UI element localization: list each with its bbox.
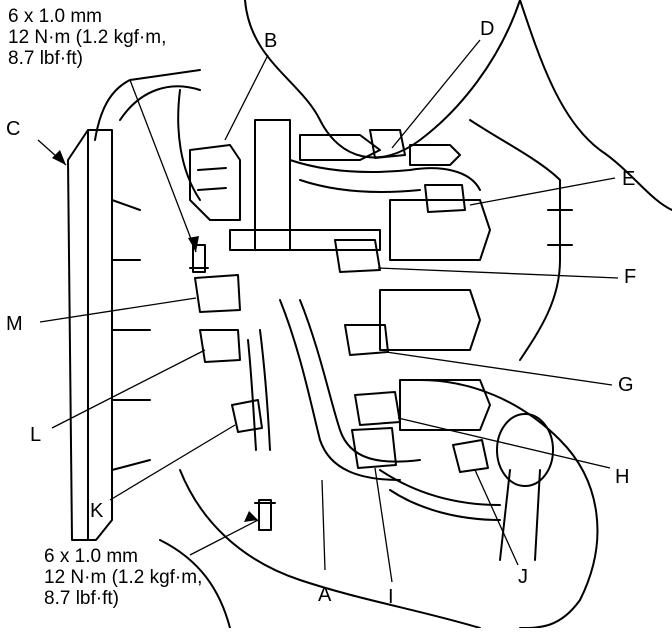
callout-a: A [318,584,332,606]
callout-e: E [622,168,636,190]
spec-bottom-line2: 12 N·m (1.2 kgf·m, [44,567,203,588]
callout-h: H [615,466,630,488]
callout-b: B [264,30,278,52]
connector-j [452,439,489,473]
spec-top-line3: 8.7 lbf·ft) [8,48,83,69]
leader-line-g [385,351,613,386]
leader-line-f [377,267,619,279]
spec-top-line2: 12 N·m (1.2 kgf·m, [8,27,167,48]
leader-line-b [224,54,269,141]
injector-row [299,134,491,431]
engine-block-outline [159,0,672,629]
main-harness-trunk [229,119,501,521]
leader-line-i [374,467,393,583]
spec-bottom-line3: 8.7 lbf·ft) [44,588,119,609]
connector-d [369,129,406,159]
leader-line-spec-bottom [189,519,259,556]
connector-f [334,239,381,273]
callout-l: L [30,424,42,446]
spec-bottom: 6 x 1.0 mm 12 N·m (1.2 kgf·m, 8.7 lbf·ft… [44,546,202,609]
leader-line-spec-top [129,79,197,253]
bolt-top [189,244,209,273]
callout-g: G [618,374,634,396]
callout-i: I [388,586,394,608]
leader-line-j [474,469,519,566]
arrowhead-spec-bottom [244,511,258,522]
callout-f: F [624,266,637,288]
spec-bottom-line1: 6 x 1.0 mm [44,546,138,567]
leader-lines [37,39,619,583]
leader-line-d [391,39,481,149]
callout-d: D [480,18,495,40]
spec-top: 6 x 1.0 mm 12 N·m (1.2 kgf·m, 8.7 lbf·ft… [8,6,166,69]
connector-l [199,329,241,363]
arrowhead-spec-top [188,236,199,252]
callout-m: M [6,313,23,335]
connector-h [354,391,401,426]
callout-j: J [518,566,528,588]
leader-line-a [321,479,326,571]
spec-top-line1: 6 x 1.0 mm [8,6,102,27]
bracket-b [177,89,241,221]
callout-c: C [6,118,21,140]
connector-i [351,427,397,469]
leader-line-l [51,349,206,429]
callout-k: K [90,500,104,522]
leader-line-k [109,424,236,501]
connector-m [194,274,241,313]
connector-k [231,399,263,433]
arrowhead-c [52,150,66,165]
pipe-right [496,413,554,561]
leader-line-e [469,177,616,206]
leader-line-h [397,417,611,469]
bolt-bottom [254,499,276,531]
connector-e [424,184,466,213]
leader-line-m [39,297,197,323]
